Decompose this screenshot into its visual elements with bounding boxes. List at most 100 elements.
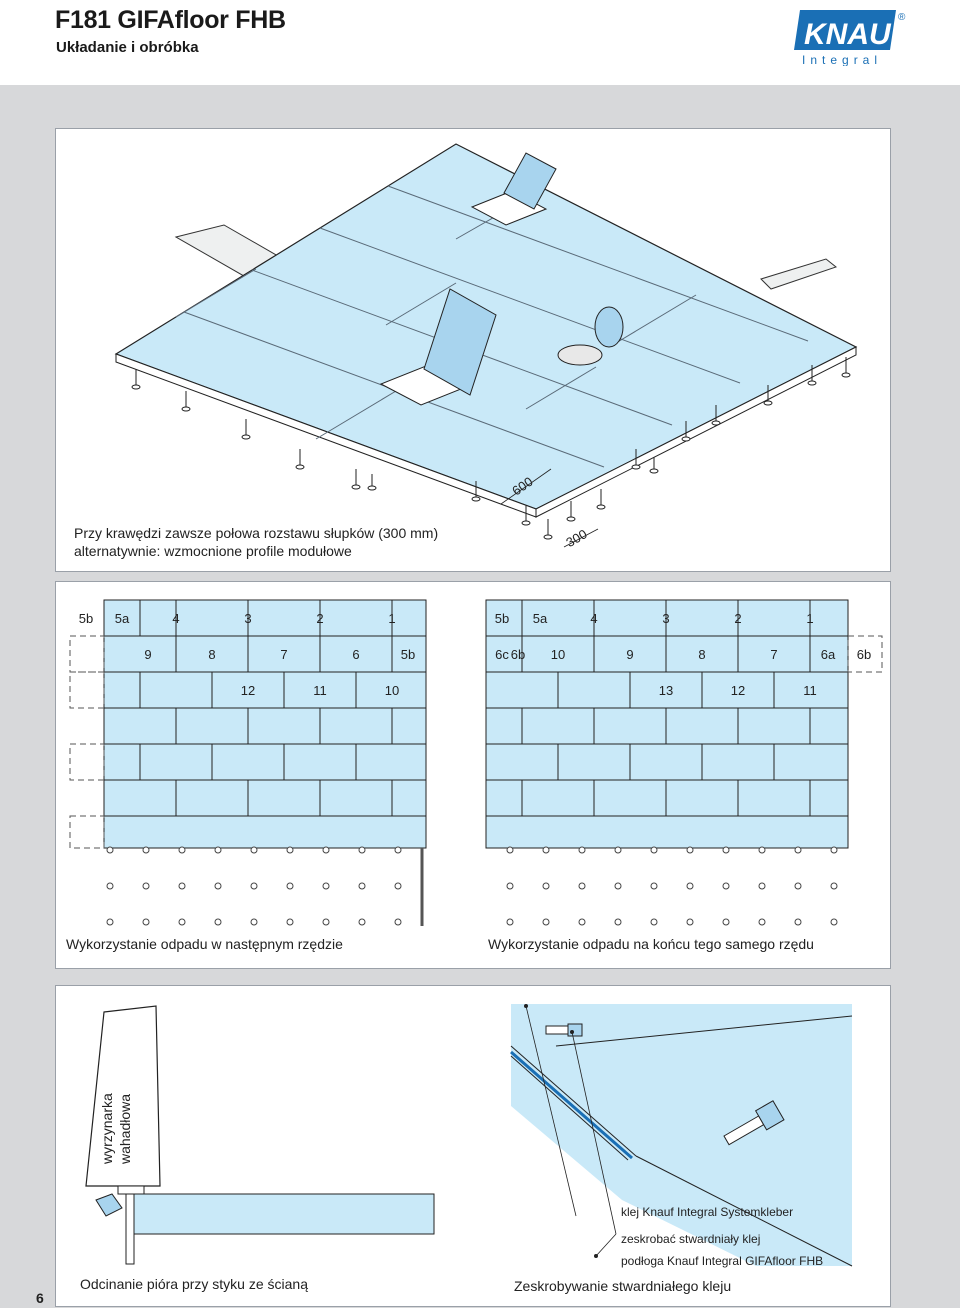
pedestal-dot <box>250 882 258 890</box>
right-board-label: 1 <box>806 611 813 626</box>
page-title: F181 GIFAfloor FHB <box>55 6 286 34</box>
pedestal-dot <box>686 846 694 854</box>
left-board-label: 5a <box>115 611 130 626</box>
left-board-label: 1 <box>388 611 395 626</box>
right-board-label: 8 <box>698 647 705 662</box>
right-layout-caption: Wykorzystanie odpadu na końcu tego sameg… <box>488 936 814 952</box>
pedestal-dot <box>758 846 766 854</box>
pedestal-dot <box>542 882 550 890</box>
right-board-label: 3 <box>662 611 669 626</box>
pedestal-dot <box>830 882 838 890</box>
right-board-label: 13 <box>659 683 673 698</box>
pedestal-dot <box>578 918 586 926</box>
right-board-label: 5a <box>533 611 548 626</box>
pedestal-dot <box>542 846 550 854</box>
right-board-label: 6b <box>511 647 525 662</box>
right-board-label: 11 <box>803 683 817 698</box>
pedestal-dot <box>650 882 658 890</box>
floor-label: podłoga Knauf Integral GIFAfloor FHB <box>621 1254 824 1268</box>
pedestal-dot <box>578 882 586 890</box>
pedestal-dot <box>250 846 258 854</box>
right-board-label: 6c <box>495 647 509 662</box>
pedestal-dot <box>286 882 294 890</box>
pedestal-dot <box>178 918 186 926</box>
pedestal-dot <box>794 918 802 926</box>
right-board-label: 2 <box>734 611 741 626</box>
pedestal-dot <box>214 882 222 890</box>
pedestal-dot <box>578 846 586 854</box>
pedestal-dot <box>394 918 402 926</box>
left-board-label: 8 <box>208 647 215 662</box>
left-board-label: 11 <box>313 683 327 698</box>
right-board-label: 9 <box>626 647 633 662</box>
left-board-label: 4 <box>172 611 179 626</box>
pedestal-dot <box>506 918 514 926</box>
pedestal-dot <box>142 882 150 890</box>
pedestal-dot <box>178 846 186 854</box>
pedestal-dot <box>542 918 550 926</box>
left-board-label: 10 <box>385 683 399 698</box>
right-board-label: 10 <box>551 647 565 662</box>
right-board-label: 7 <box>770 647 777 662</box>
left-board-label: 3 <box>244 611 251 626</box>
isometric-floor-drawing: 600 300 <box>114 143 858 550</box>
left-board-label: 9 <box>144 647 151 662</box>
pedestal-dot <box>758 882 766 890</box>
right-board-label: 4 <box>590 611 597 626</box>
left-board-label: 6 <box>352 647 359 662</box>
page-number: 6 <box>36 1290 44 1306</box>
pedestal-dot <box>650 918 658 926</box>
pedestal-dot <box>322 846 330 854</box>
pedestal-dot <box>106 846 114 854</box>
pedestal-dot <box>614 918 622 926</box>
pedestal-dot <box>758 918 766 926</box>
logo-subtext: Integral <box>802 53 882 66</box>
scraping-caption: Zeskrobywanie stwardniałego kleju <box>514 1278 732 1294</box>
pedestal-dot <box>250 918 258 926</box>
pedestal-dot <box>614 882 622 890</box>
pedestal-dot <box>722 918 730 926</box>
left-board-label: 12 <box>241 683 255 698</box>
pedestal-dot <box>614 846 622 854</box>
logo-text: KNAUF <box>804 18 910 51</box>
figure1-caption-line2: alternatywnie: wzmocnione profile moduło… <box>74 543 352 559</box>
pedestal-dot <box>686 882 694 890</box>
pedestal-dot <box>722 846 730 854</box>
logo-registered-mark: ® <box>898 12 906 23</box>
knauf-logo: KNAUF Integral ® <box>794 10 910 66</box>
left-board-label: 2 <box>316 611 323 626</box>
cutting-caption: Odcinanie pióra przy styku ze ścianą <box>80 1276 308 1292</box>
cutting-scraping-drawing: wyrzynarka wahadłowa <box>85 1004 853 1267</box>
right-board-label: 6a <box>821 647 836 662</box>
pedestal-dot <box>722 882 730 890</box>
pedestal-dot <box>394 882 402 890</box>
pedestal-dot <box>214 918 222 926</box>
pedestal-dot <box>286 846 294 854</box>
tool-label-line2: wahadłowa <box>117 1094 133 1165</box>
pedestal-dot <box>650 846 658 854</box>
figure1-caption-line1: Przy krawędzi zawsze połowa rozstawu słu… <box>74 525 439 541</box>
page-header: F181 GIFAfloor FHB Układanie i obróbka K… <box>0 0 960 85</box>
isometric-floor-panel: 600 300 Przy krawędzi zawsze połowa rozs… <box>55 128 891 572</box>
pedestal-dot <box>322 918 330 926</box>
pedestal-dot <box>506 882 514 890</box>
pedestal-dot <box>506 846 514 854</box>
pedestal-dot <box>830 918 838 926</box>
cutting-scraping-panel: wyrzynarka wahadłowa klej Knauf Integral… <box>55 985 891 1307</box>
right-board-label: 5b <box>495 611 509 626</box>
pedestal-dot <box>106 918 114 926</box>
pedestal-dot <box>358 846 366 854</box>
pedestal-dot <box>358 882 366 890</box>
left-board-label: 7 <box>280 647 287 662</box>
right-board-label: 6b <box>857 647 871 662</box>
left-board-label: 5b <box>79 611 93 626</box>
pedestal-dot <box>142 846 150 854</box>
dimension-300-label: 300 <box>563 526 589 550</box>
pedestal-dot <box>830 846 838 854</box>
glue-label: klej Knauf Integral Systemkleber <box>621 1205 794 1219</box>
pedestal-dot <box>358 918 366 926</box>
pedestal-dot <box>322 882 330 890</box>
pedestal-dot <box>686 918 694 926</box>
left-layout-caption: Wykorzystanie odpadu w następnym rzędzie <box>66 936 343 952</box>
